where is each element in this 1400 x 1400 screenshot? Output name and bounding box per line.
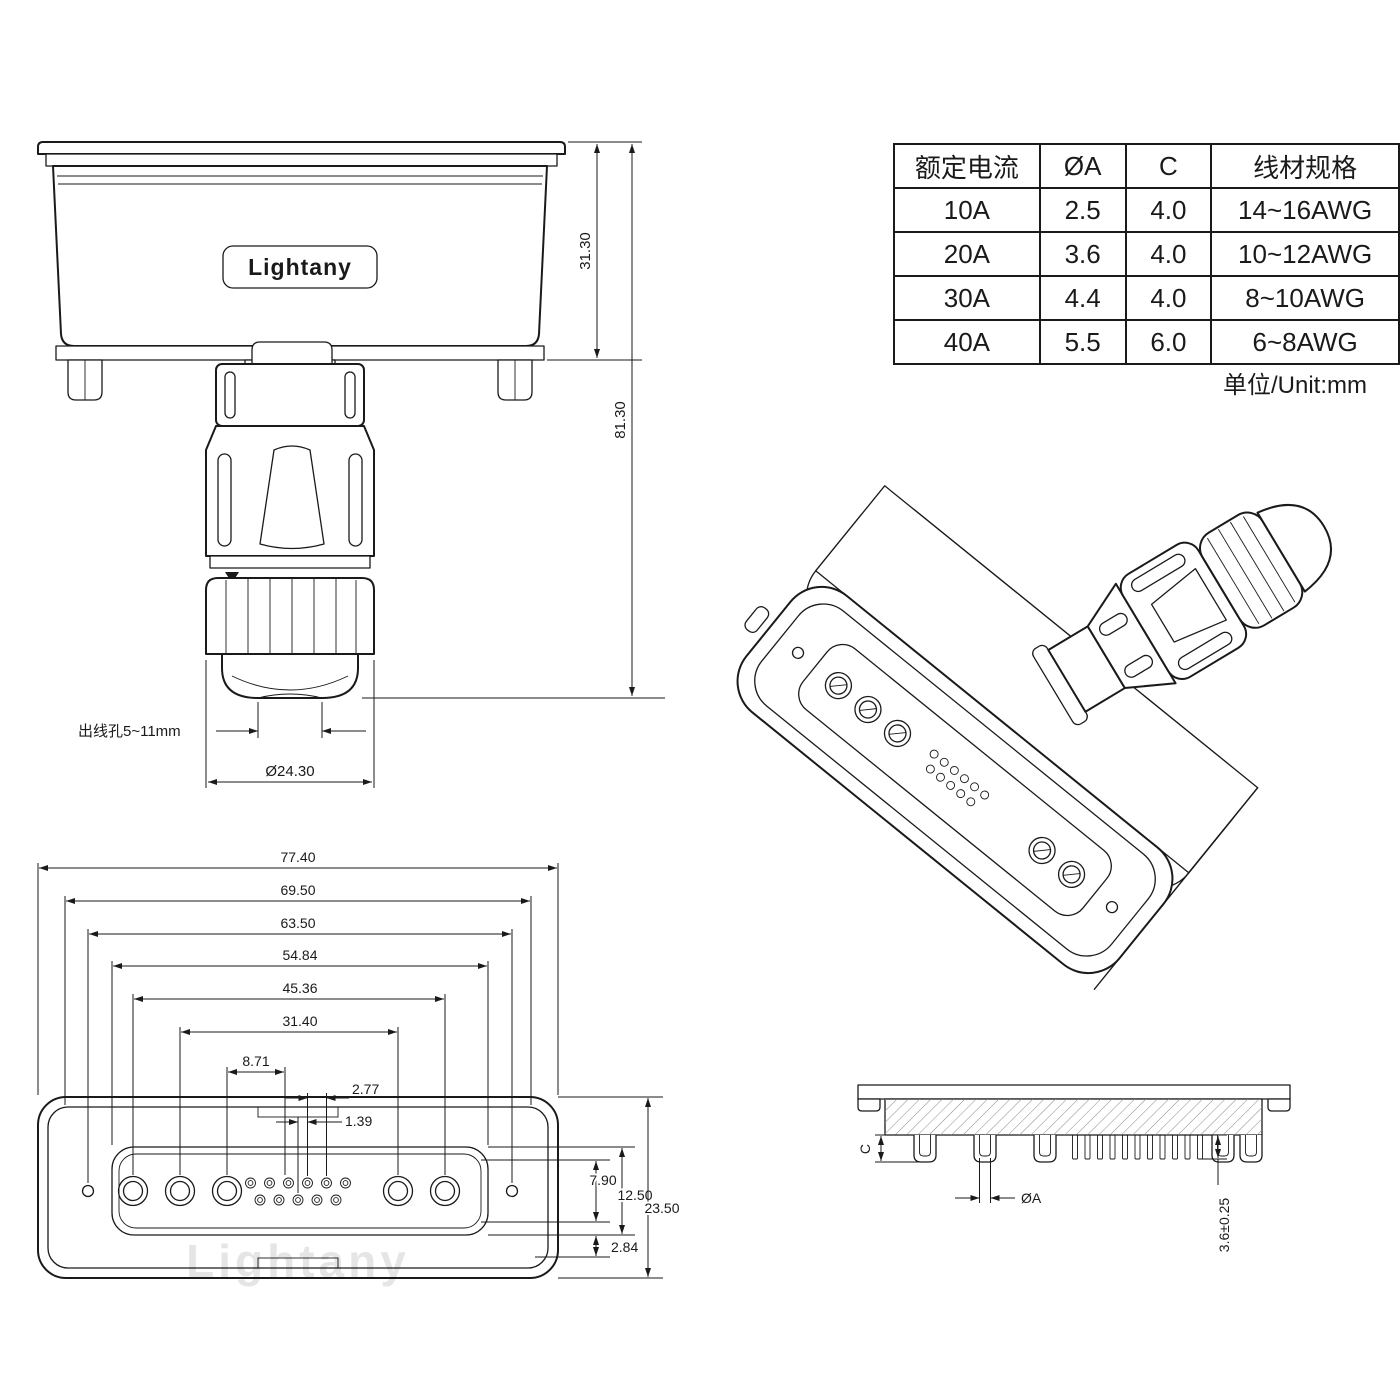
gland-nut	[205, 577, 375, 655]
iso-gland-dome	[1256, 503, 1332, 593]
front-width-dimensions: 77.40 69.50 63.50 54.84 45.36 31.40 8.	[37, 847, 559, 1193]
spec-table-block: 额定电流 ØA C 线材规格 10A 2.5 4.0 14~16AWG 20A …	[893, 143, 1400, 400]
grip	[259, 445, 325, 550]
spec-cell: 6~8AWG	[1210, 319, 1400, 365]
dim-tolerance-label: 3.6±0.25	[1216, 1198, 1232, 1253]
insert-outline	[111, 1146, 489, 1236]
gland-knurls	[225, 578, 357, 654]
spec-cell: 10A	[893, 187, 1041, 233]
neck	[215, 363, 365, 427]
spec-cell: 4.0	[1124, 275, 1213, 321]
flange-plate	[857, 1084, 1291, 1100]
spec-header-cell: 线材规格	[1210, 143, 1400, 189]
spec-cell: 2.5	[1038, 187, 1127, 233]
section-dimensions: C ØA 3.6±0.25	[855, 1134, 1234, 1254]
spec-cell: 10~12AWG	[1210, 231, 1400, 277]
spec-cell: 40A	[893, 319, 1041, 365]
spec-header-cell: ØA	[1038, 143, 1127, 189]
dim-width-7: 2.77	[352, 1081, 379, 1097]
dim-width-2: 63.50	[280, 915, 315, 931]
dim-width-4: 45.36	[282, 980, 317, 996]
dim-width-8: 1.39	[345, 1113, 372, 1129]
mount-hole-right	[505, 1184, 519, 1198]
iso-face-plate	[736, 585, 1174, 975]
spec-header-cell: 额定电流	[893, 143, 1041, 189]
dim-width-6: 8.71	[242, 1053, 269, 1069]
spec-cell: 4.0	[1124, 231, 1213, 277]
isometric-view	[736, 485, 1332, 990]
spec-cell: 4.4	[1038, 275, 1127, 321]
dim-c-label: C	[857, 1144, 873, 1154]
dim-total-height-label: 81.30	[612, 401, 629, 439]
rear-view-dimensions: 31.30 81.30 出线孔5~11mm Ø24.30	[76, 141, 665, 788]
spec-row: 30A 4.4 4.0 8~10AWG	[893, 275, 1400, 321]
latch-collar	[251, 341, 333, 365]
spec-cell: 4.0	[1124, 187, 1213, 233]
unit-note: 单位/Unit:mm	[1223, 372, 1367, 399]
spec-row: 10A 2.5 4.0 14~16AWG	[893, 187, 1400, 233]
spec-cell: 20A	[893, 231, 1041, 277]
logo-plate	[222, 245, 378, 289]
spec-cell: 5.5	[1038, 319, 1127, 365]
iso-latch-pin	[744, 606, 770, 634]
signal-contacts	[245, 1177, 351, 1206]
spec-cell: 8~10AWG	[1210, 275, 1400, 321]
cable-hole	[257, 693, 323, 699]
iso-power-contacts	[824, 671, 1086, 889]
spec-header-row: 额定电流 ØA C 线材规格	[893, 143, 1400, 189]
dim-height-1: 12.50	[617, 1187, 652, 1203]
power-contacts	[117, 1175, 461, 1207]
spec-cell: 30A	[893, 275, 1041, 321]
spec-header-cell: C	[1124, 143, 1213, 189]
iso-insert	[798, 643, 1112, 917]
spec-cell: 3.6	[1038, 231, 1127, 277]
backshell	[205, 341, 375, 699]
dim-upper-height-label: 31.30	[577, 232, 594, 270]
dim-dia-label: ØA	[1021, 1190, 1042, 1206]
front-face-view: 77.40 69.50 63.50 54.84 45.36 31.40 8.	[37, 847, 682, 1287]
power-contact-cups	[913, 1135, 1263, 1163]
dim-height-2: 23.50	[644, 1200, 679, 1216]
section-body	[857, 1084, 1291, 1163]
spec-table: 额定电流 ØA C 线材规格 10A 2.5 4.0 14~16AWG 20A …	[893, 143, 1400, 365]
signal-pin-comb	[1072, 1134, 1203, 1160]
gland-dome	[221, 653, 359, 699]
dim-width-1: 69.50	[280, 882, 315, 898]
cable-hole-label: 出线孔5~11mm	[78, 723, 181, 740]
section-side-view: C ØA 3.6±0.25	[855, 1084, 1291, 1254]
dim-width-3: 54.84	[282, 947, 317, 963]
logo-text: Lightany	[248, 254, 352, 280]
iso-backshell	[1032, 503, 1332, 726]
dim-height-3: 2.84	[611, 1239, 638, 1255]
spec-cell: 6.0	[1124, 319, 1213, 365]
spec-row: 20A 3.6 4.0 10~12AWG	[893, 231, 1400, 277]
iso-signal-contacts	[925, 749, 990, 807]
mount-hole-left	[81, 1184, 95, 1198]
watermark-text: Lightany	[186, 1235, 410, 1287]
rear-assembly-view: Lightany	[37, 141, 665, 788]
dim-width-0: 77.40	[280, 849, 315, 865]
spec-row: 40A 5.5 6.0 6~8AWG	[893, 319, 1400, 365]
gland-diameter-label: Ø24.30	[265, 763, 314, 780]
front-height-dimensions: 7.90 12.50 23.50 2.84	[481, 1096, 682, 1279]
dim-height-0: 7.90	[589, 1172, 616, 1188]
spec-cell: 14~16AWG	[1210, 187, 1400, 233]
dim-width-5: 31.40	[282, 1013, 317, 1029]
